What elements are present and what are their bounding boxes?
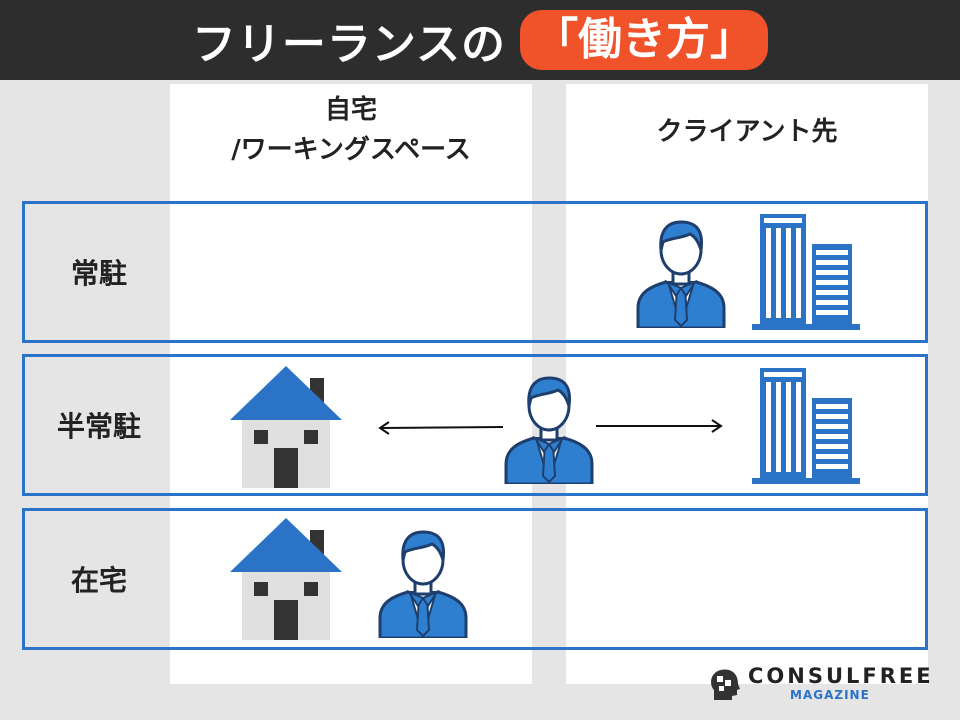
- column-header-client: クライアント先: [566, 112, 928, 152]
- title-main-text: フリーランスの: [191, 19, 507, 70]
- column-header-home-line1: 自宅: [324, 95, 377, 125]
- house-icon: [230, 366, 342, 488]
- businessman-icon: [504, 372, 594, 484]
- logo-icon: [711, 669, 740, 700]
- row-label-semi-onsite: 半常駐: [56, 410, 141, 443]
- column-header-home: 自宅 /ワーキングスペース: [170, 90, 532, 170]
- logo-subtext: MAGAZINE: [790, 688, 870, 702]
- house-icon: [230, 518, 342, 640]
- row-label-remote: 在宅: [70, 564, 127, 597]
- arrow-right-icon: [596, 419, 723, 433]
- column-home-workspace: 自宅 /ワーキングスペース: [170, 84, 532, 684]
- businessman-icon: [636, 216, 726, 328]
- businessman-icon: [378, 526, 468, 638]
- row-onsite: 常駐: [22, 201, 928, 343]
- logo-text: CONSULFREE: [748, 664, 934, 688]
- row-remote: 在宅: [22, 508, 928, 650]
- office-buildings-icon: [752, 214, 860, 330]
- title-highlight-badge: 「働き方」: [520, 10, 769, 70]
- header-bar: [0, 0, 960, 80]
- column-header-home-line2: /ワーキングスペース: [231, 135, 471, 165]
- office-buildings-icon: [752, 368, 860, 484]
- column-client-site: クライアント先: [566, 84, 928, 684]
- row-semi-onsite: 半常駐: [22, 354, 928, 496]
- row-label-onsite: 常駐: [70, 257, 127, 290]
- arrow-left-icon: [378, 421, 504, 435]
- brand-logo: CONSULFREE MAGAZINE: [708, 664, 931, 704]
- column-header-client-line1: クライアント先: [656, 117, 838, 147]
- page-title: フリーランスの 「働き方」: [0, 0, 960, 80]
